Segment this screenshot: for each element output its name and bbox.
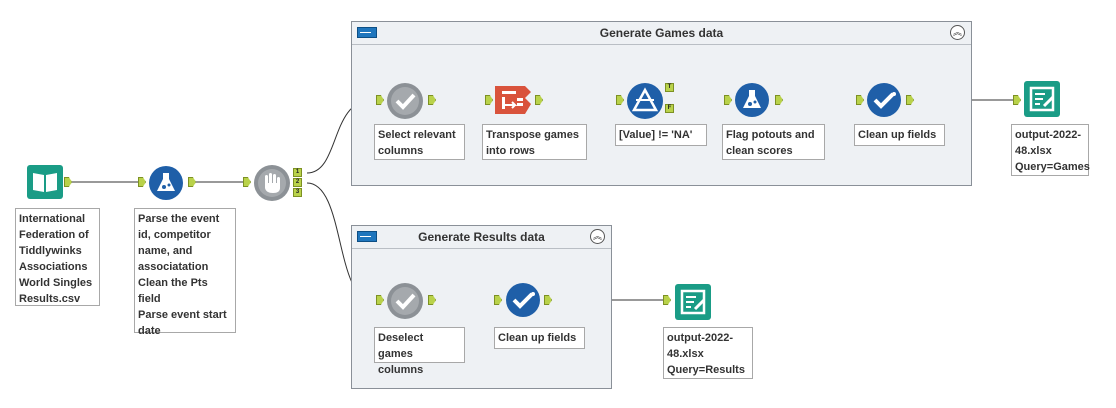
annotation-transpose: Transpose games into rows [482, 124, 587, 160]
annotation-filter: [Value] != 'NA' [615, 124, 707, 146]
hand-detour-icon [254, 165, 290, 201]
annotation-select-relevant: Select relevant columns [374, 124, 465, 160]
output-anchor-3[interactable]: 3 [293, 188, 302, 197]
formula-flask-icon [735, 83, 769, 117]
container-icon [357, 231, 377, 242]
clean-check-icon [867, 83, 901, 117]
clean-check-icon [506, 283, 540, 317]
input-anchor[interactable] [616, 95, 624, 105]
input-anchor[interactable] [485, 95, 493, 105]
annotation-deselect: Deselect games columns [374, 327, 465, 376]
output-anchor[interactable] [535, 95, 543, 105]
formula-flask-icon [149, 166, 183, 200]
transpose-icon [495, 86, 531, 114]
select-check-icon [387, 83, 423, 119]
cleanse-tool[interactable] [866, 82, 902, 118]
output-anchor[interactable] [544, 295, 552, 305]
annotation-formula-parse: Parse the event id, competitor name, and… [134, 208, 236, 337]
filter-tool[interactable] [626, 82, 664, 120]
container-icon [357, 27, 377, 38]
input-anchor[interactable] [663, 295, 671, 305]
input-anchor[interactable] [494, 295, 502, 305]
output-anchor[interactable] [428, 95, 436, 105]
input-anchor[interactable] [856, 95, 864, 105]
filter-false-anchor[interactable]: F [665, 104, 674, 113]
annotation-input: International Federation of Tiddlywinks … [15, 208, 100, 306]
filter-true-anchor[interactable]: T [665, 83, 674, 92]
output-anchor[interactable] [906, 95, 914, 105]
book-input-icon [27, 165, 63, 199]
container-title: Generate Games data [599, 26, 724, 40]
input-anchor[interactable] [138, 177, 146, 187]
filter-triangle-icon [627, 83, 663, 119]
output-data-tool[interactable] [1024, 81, 1060, 117]
output-file-icon [1024, 81, 1060, 117]
output-data-tool[interactable] [675, 284, 711, 320]
container-title: Generate Results data [418, 230, 545, 244]
collapse-button[interactable]: ︽ [950, 25, 965, 40]
collapse-button[interactable]: ︽ [590, 229, 605, 244]
input-data-tool[interactable] [27, 165, 63, 199]
input-anchor[interactable] [1013, 95, 1021, 105]
select-tool[interactable] [386, 282, 424, 320]
cleanse-tool[interactable] [505, 282, 541, 318]
annotation-clean-results: Clean up fields [494, 327, 585, 349]
output-anchor[interactable] [64, 177, 72, 187]
select-tool[interactable] [386, 82, 424, 120]
output-anchor[interactable] [775, 95, 783, 105]
annotation-output-games: output-2022- 48.xlsx Query=Games [1011, 124, 1090, 176]
formula-tool[interactable] [148, 165, 184, 201]
output-anchor[interactable] [188, 177, 196, 187]
input-anchor[interactable] [376, 295, 384, 305]
output-anchor-2[interactable]: 2 [293, 178, 302, 187]
output-file-icon [675, 284, 711, 320]
select-check-icon [387, 283, 423, 319]
formula-tool[interactable] [734, 82, 770, 118]
input-anchor[interactable] [724, 95, 732, 105]
container-header: Generate Games data ︽ [352, 22, 971, 45]
input-anchor[interactable] [243, 177, 251, 187]
annotation-output-results: output-2022- 48.xlsx Query=Results [663, 327, 753, 379]
detour-tool[interactable] [253, 164, 291, 202]
output-anchor[interactable] [428, 295, 436, 305]
annotation-clean-games: Clean up fields [854, 124, 945, 146]
transpose-tool[interactable] [495, 82, 531, 118]
output-anchor-1[interactable]: 1 [293, 168, 302, 177]
container-header: Generate Results data ︽ [352, 226, 611, 249]
annotation-formula-flag: Flag potouts and clean scores [722, 124, 825, 160]
input-anchor[interactable] [376, 95, 384, 105]
